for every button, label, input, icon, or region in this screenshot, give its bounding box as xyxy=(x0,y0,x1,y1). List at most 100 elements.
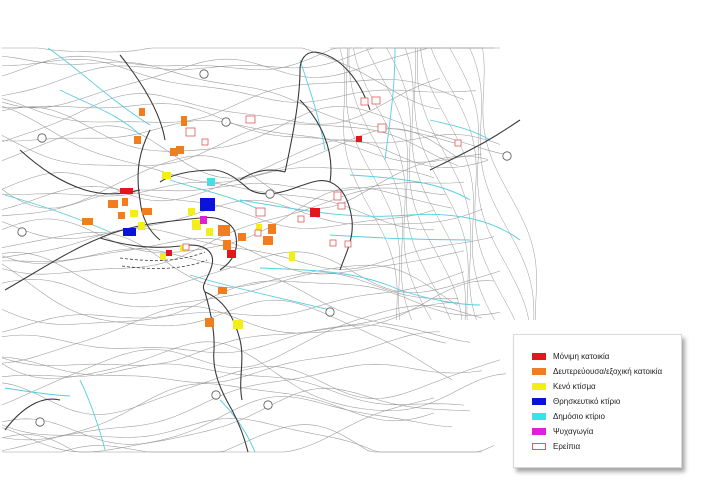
stream-line xyxy=(239,199,521,241)
contour-line xyxy=(1,363,465,406)
legend-label: Μόνιμη κατοικία xyxy=(553,351,610,361)
contour-line xyxy=(1,105,435,183)
legend-label: Θρησκευτικό κτίριο xyxy=(553,396,621,406)
landmark-circle xyxy=(502,151,512,161)
legend-swatch-religious xyxy=(532,397,546,405)
stream-line xyxy=(47,47,151,126)
landmark-circle xyxy=(325,307,335,317)
building xyxy=(200,216,207,224)
landmark-circle xyxy=(221,117,231,127)
landmark-circle xyxy=(199,69,209,79)
contour-line xyxy=(1,47,482,96)
ruin xyxy=(329,239,337,247)
building xyxy=(139,108,145,116)
contour-line xyxy=(1,181,465,217)
legend-item-public-building: Δημόσιο κτίριο xyxy=(532,409,605,423)
legend-label: Δευτερεύουσα/εξοχική κατοικία xyxy=(553,366,663,376)
building xyxy=(238,233,246,241)
legend-label: Κενό κτίσμα xyxy=(553,381,596,391)
building xyxy=(207,178,215,186)
building xyxy=(138,222,145,230)
ruin xyxy=(245,115,256,124)
legend-item-religious-building: Θρησκευτικό κτίριο xyxy=(532,394,620,408)
road-line xyxy=(239,169,286,181)
ruin xyxy=(454,139,462,147)
contour-line xyxy=(1,59,477,103)
stream-line xyxy=(4,194,111,233)
landmark-circle xyxy=(211,390,221,400)
ruin xyxy=(333,191,342,201)
contour-line xyxy=(1,396,453,453)
contour-line xyxy=(1,302,458,354)
contour-line xyxy=(348,47,413,321)
building xyxy=(123,228,136,236)
building xyxy=(142,208,152,215)
building xyxy=(192,220,201,230)
ruin xyxy=(182,243,190,251)
contour-line xyxy=(1,359,501,415)
contour-line xyxy=(385,47,463,321)
contour-line xyxy=(1,341,507,411)
contour-line xyxy=(1,79,465,123)
building xyxy=(310,208,320,217)
contour-line xyxy=(430,47,516,321)
footpath-line xyxy=(121,259,208,269)
road-line xyxy=(99,237,214,293)
contour-line xyxy=(1,199,483,239)
road-line xyxy=(119,54,166,141)
contour-line xyxy=(1,383,435,451)
stream-line xyxy=(384,47,396,161)
building xyxy=(233,320,243,329)
road-line xyxy=(159,169,331,195)
stream-line xyxy=(349,174,471,201)
ruin xyxy=(371,96,381,105)
contour-line xyxy=(1,228,495,270)
building xyxy=(218,287,227,294)
contour-line xyxy=(416,47,477,321)
landmark-circles xyxy=(17,69,512,427)
legend-swatch-public xyxy=(532,412,546,420)
road-line xyxy=(299,99,332,183)
building xyxy=(166,250,172,256)
legend-label: Ψυχαγωγία xyxy=(553,426,594,436)
building xyxy=(268,224,276,234)
ruin xyxy=(201,138,209,146)
contour-line xyxy=(420,47,495,321)
streams xyxy=(4,47,521,453)
road-line xyxy=(204,291,243,401)
contour-line xyxy=(341,47,401,321)
contour-line xyxy=(1,280,501,325)
ruin xyxy=(297,215,305,223)
contour-line xyxy=(1,251,501,294)
stream-line xyxy=(219,399,256,453)
contour-lines xyxy=(1,47,537,453)
road-line xyxy=(284,51,371,173)
contour-line xyxy=(1,238,465,275)
road-line xyxy=(329,181,353,271)
contour-line xyxy=(1,248,471,343)
legend-swatch-secondary xyxy=(532,367,546,375)
ruin xyxy=(344,240,352,248)
landmark-circle xyxy=(265,189,275,199)
landmark-circle xyxy=(263,400,273,410)
building xyxy=(162,172,171,179)
building xyxy=(108,200,118,208)
stream-line xyxy=(169,179,261,211)
building xyxy=(118,212,125,219)
contour-line xyxy=(2,47,441,110)
ruin xyxy=(337,202,346,210)
contour-line xyxy=(330,47,398,321)
building xyxy=(263,236,273,245)
contour-line xyxy=(1,324,447,366)
building xyxy=(356,136,362,142)
building xyxy=(256,224,262,232)
building xyxy=(134,136,141,144)
stream-line xyxy=(4,387,71,397)
stream-line xyxy=(299,59,326,151)
legend-item-ruins: Ερείπια xyxy=(532,439,580,453)
legend-item-secondary-residence: Δευτερεύουσα/εξοχική κατοικία xyxy=(532,364,662,378)
landmark-circle xyxy=(35,417,45,427)
stream-line xyxy=(429,119,491,141)
stream-line xyxy=(189,274,331,311)
